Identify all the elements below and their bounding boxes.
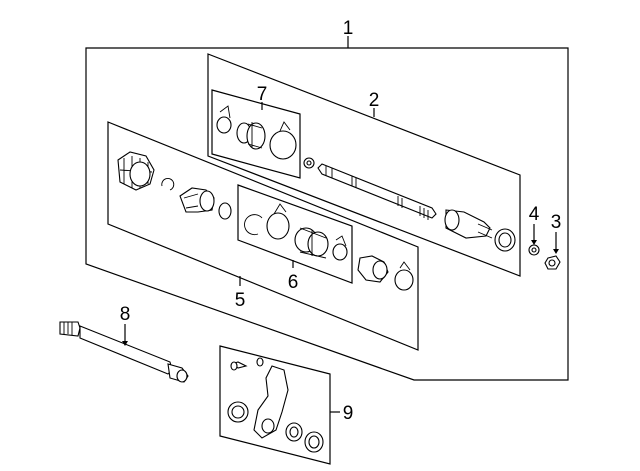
nut-washer: [528, 224, 561, 270]
panel-9: [219, 345, 331, 465]
panel-7: [211, 89, 301, 179]
callout-9: 9: [343, 403, 354, 424]
panel-5-parts: [117, 151, 232, 220]
panel-5-right-parts: [357, 255, 414, 291]
panel-5: [107, 121, 419, 351]
panel-2-parts: [303, 157, 516, 252]
callout-2: 2: [369, 90, 380, 111]
assembly-outline: [85, 47, 569, 381]
panel-2: [207, 53, 521, 277]
callout-1: 1: [343, 18, 354, 39]
callout-4: 4: [529, 204, 540, 225]
callout-8: 8: [120, 304, 131, 325]
part-8-shaft: [59, 321, 189, 383]
panel-6-parts: [244, 203, 348, 261]
panel-7-parts: [216, 105, 297, 160]
callout-5: 5: [235, 290, 246, 311]
callout-3: 3: [551, 212, 562, 233]
panel-9-parts: [227, 357, 324, 453]
panel-6: [237, 184, 353, 284]
callout-7: 7: [257, 84, 268, 105]
callout-6: 6: [288, 272, 299, 293]
